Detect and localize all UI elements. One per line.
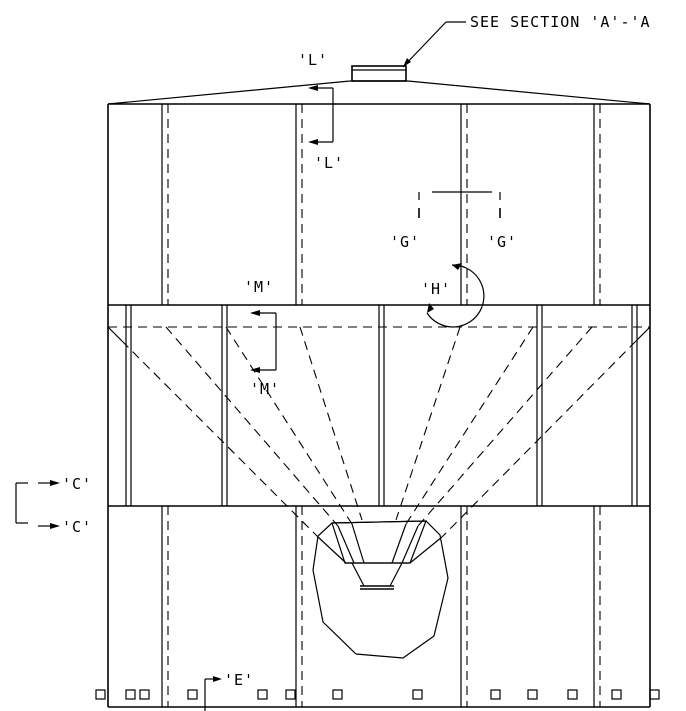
m-bottom-label: 'M'	[250, 380, 280, 398]
top-nozzle	[351, 65, 407, 82]
h-label: 'H'	[421, 280, 451, 298]
l-bottom-label: 'L'	[314, 154, 344, 172]
section-c: 'C' 'C'	[15, 475, 92, 536]
cone-hidden-lines	[121, 326, 637, 538]
m-top-label: 'M'	[244, 278, 274, 296]
section-l: 'L' 'L'	[298, 51, 344, 172]
g-left-label: 'G'	[390, 233, 420, 251]
g-right-label: 'G'	[487, 233, 517, 251]
lower-shell-course	[108, 506, 650, 708]
e-label: 'E'	[224, 671, 254, 689]
c-bottom-label: 'C'	[62, 518, 92, 536]
c-top-label: 'C'	[62, 475, 92, 493]
roof	[107, 80, 651, 105]
l-top-label: 'L'	[298, 51, 328, 69]
hopper-manway	[312, 520, 449, 659]
middle-shell-course	[107, 305, 651, 507]
detail-h: 'H'	[421, 263, 485, 328]
section-a-leader: SEE SECTION 'A'-'A	[402, 13, 651, 68]
see-section-label: SEE SECTION 'A'-'A	[470, 13, 651, 31]
section-g: 'G' 'G'	[390, 191, 517, 251]
section-e: 'E'	[204, 671, 254, 711]
upper-shell-course	[107, 103, 651, 707]
section-m: 'M' 'M'	[244, 278, 280, 398]
anchor-bolts	[95, 689, 660, 700]
